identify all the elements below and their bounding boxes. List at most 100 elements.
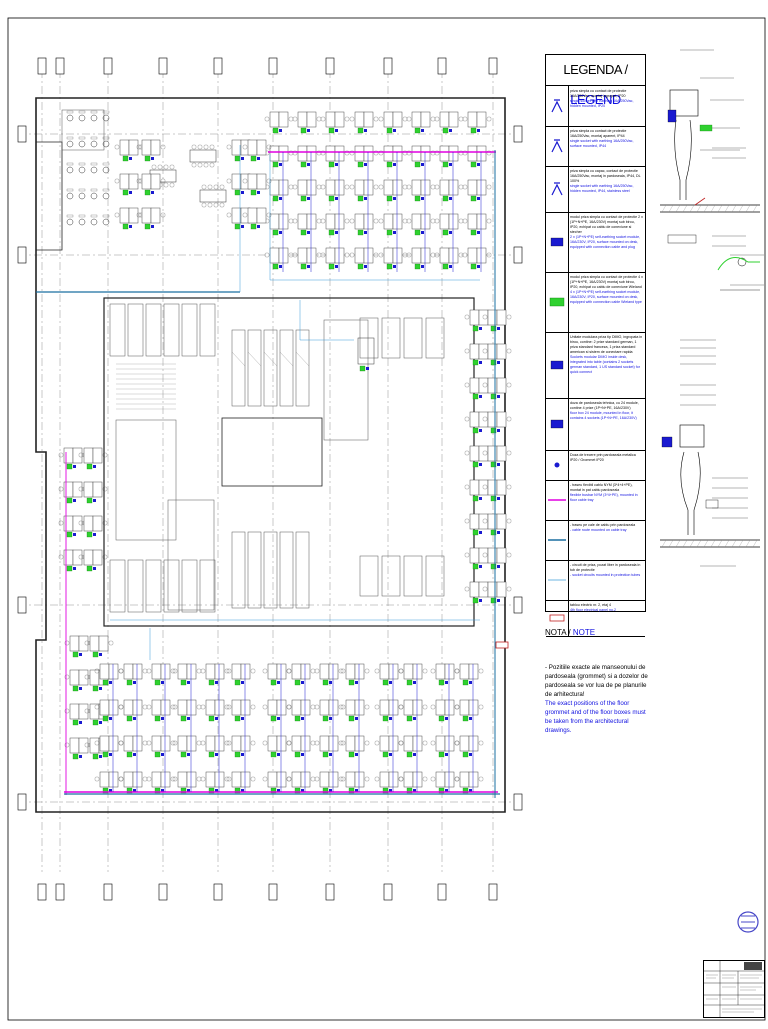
office-chair [169,182,175,188]
floor-box-symbol [277,681,280,684]
workstation-desk [300,699,311,716]
floor-box-symbol [479,599,482,602]
office-chair [196,704,202,710]
workstation-desk [151,699,162,716]
legend-symbol-desk-box-4-icon [546,272,569,332]
desk-socket-module [144,223,151,230]
floor-box-symbol [161,717,164,720]
workstation-desk [354,179,365,196]
desk-socket-module [92,651,99,658]
legend-text-en: 4th floor electrical panel no.2 [570,608,616,612]
office-chair [226,776,232,782]
office-chair [288,218,294,224]
office-chair [430,776,436,782]
office-chair [142,776,148,782]
workstation-desk [123,663,134,680]
canteen-table [90,140,98,148]
canteen-table [66,114,74,122]
floor-box-symbol [279,163,282,166]
meeting-table [357,337,375,365]
floor-box-symbol [241,753,244,756]
workstation-desk [132,735,143,752]
workstation-desk [306,179,317,196]
office-chair [378,116,384,122]
workstation-desk [448,179,459,196]
floor-box-symbol [93,533,96,536]
detail1-hatch [675,204,681,213]
workstation-desk [119,207,130,224]
office-chair [482,586,488,592]
detail2-hatch [675,539,681,548]
workstation-desk [92,481,103,498]
toilet-swing [247,351,262,367]
desk-socket-module [92,685,99,692]
desk-socket-module [490,359,497,366]
workstation-desk [72,549,83,566]
legend-text-desk-box: modul priza simpla cu contact de protect… [570,215,644,250]
office-chair [349,252,355,258]
office-chair [434,116,440,122]
office-chair [207,184,213,190]
floor-box-symbol [497,599,500,602]
workstation-desk [388,771,399,788]
office-chair [118,704,124,710]
desk-socket-module [122,155,129,162]
workstation-desk [141,139,152,156]
desk-socket-module [272,229,279,236]
desk-socket-module [470,127,477,134]
floor-box-symbol [241,681,244,684]
office-chair [422,704,428,710]
detail1-hatch [668,204,674,213]
office-chair [226,178,232,184]
workstation-desk [469,309,480,326]
office-chair [378,252,384,258]
floor-box-symbol [307,163,310,166]
desk-socket-module [470,161,477,168]
office-chair [398,668,404,674]
office-chair [172,668,178,674]
desk-socket-module [92,719,99,726]
desk-socket-module [470,229,477,236]
office-chair [197,144,203,150]
office-chair [486,116,492,122]
desk-socket-module [154,751,161,758]
legend-text-en: single socket with earthing 16A/250Vac, … [570,99,634,108]
desk-socket-module [294,751,301,758]
desk-socket-module [382,679,389,686]
desk-socket-module [472,563,479,570]
grid-bubble [158,57,168,75]
workstation-desk [478,547,489,564]
floor-box-symbol [477,265,480,268]
workstation-desk [177,735,188,752]
office-chair [169,164,175,170]
floor-box-symbol [93,465,96,468]
legend-symbol-recessed-socket-icon [546,86,569,126]
office-chair [398,668,404,674]
desk-socket-module [144,155,151,162]
legend-text-en: flexible busbar NYM (3*4+PE), mounted in… [570,493,638,502]
desk-socket-module [472,427,479,434]
canteen-seat [78,110,86,114]
workstation-desk [334,213,345,230]
canteen-table [78,114,86,122]
workstation-desk [297,247,308,264]
detail2-hatch [703,539,709,548]
office-chair [102,554,108,560]
office-chair [118,668,124,674]
office-chair [292,218,298,224]
workstation-desk [496,377,507,394]
legend-text-desk-box-4: modul priza simpla cu contact de protect… [570,275,644,305]
office-chair [422,776,428,782]
core-cell [163,303,180,357]
desk-socket-module [472,529,479,536]
canteen-table [66,140,74,148]
canteen-table [102,166,110,174]
office-chair [146,704,152,710]
workstation-desk [150,139,161,156]
office-chair [349,116,355,122]
workstation-desk [435,735,446,752]
desk-socket-module [414,195,421,202]
office-chair [286,740,292,746]
office-chair [373,184,379,190]
